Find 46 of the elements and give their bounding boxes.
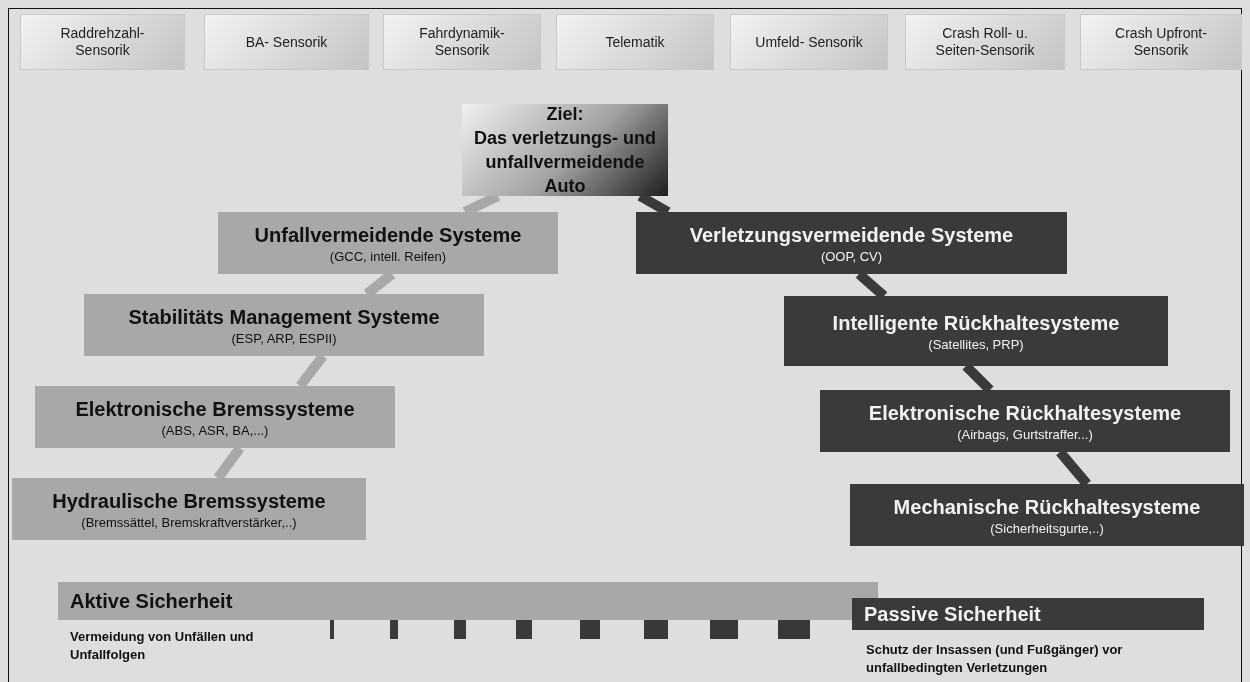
system-heading: Verletzungsvermeidende Systeme xyxy=(689,222,1014,248)
sensor-box xyxy=(1080,14,1242,70)
system-box xyxy=(636,212,1067,274)
sensor-box xyxy=(204,14,369,70)
system-box xyxy=(84,294,484,356)
sensor-box xyxy=(905,14,1065,70)
band-description: Vermeidung von Unfällen und Unfallfolgen xyxy=(70,628,255,664)
system-examples: (GCC, intell. Reifen) xyxy=(329,247,447,265)
system-examples: (Airbags, Gurtstraffer...) xyxy=(957,425,1093,443)
sensor-label: BA- Sensorik xyxy=(244,33,329,51)
system-heading: Intelligente Rückhaltesysteme xyxy=(832,310,1120,336)
sensor-box xyxy=(20,14,185,70)
system-box xyxy=(218,212,558,274)
sensor-label: Raddrehzahl- Sensorik xyxy=(59,25,146,59)
goal-label: Das verletzungs- und unfallvermeidende Auto xyxy=(473,127,657,198)
system-examples: (ESP, ARP, ESPII) xyxy=(231,329,337,347)
sensor-label: Crash Upfront-Sensorik xyxy=(1114,25,1208,59)
sensor-label: Crash Roll- u. Seiten-Sensorik xyxy=(934,25,1036,59)
system-examples: (ABS, ASR, BA,...) xyxy=(161,421,269,439)
sensor-box xyxy=(556,14,714,70)
system-heading: Stabilitäts Management Systeme xyxy=(128,304,440,330)
system-examples: (Sicherheitsgurte,..) xyxy=(990,519,1104,537)
goal-box xyxy=(462,104,668,196)
sensor-label: Umfeld- Sensorik xyxy=(754,33,864,51)
band-heading: Aktive Sicherheit xyxy=(70,589,233,613)
system-examples: (Bremssättel, Bremskraftverstärker,..) xyxy=(81,513,297,531)
system-heading: Elektronische Bremssysteme xyxy=(75,396,355,422)
sensor-box xyxy=(730,14,888,70)
system-examples: (Satellites, PRP) xyxy=(928,335,1024,353)
system-box xyxy=(850,484,1244,546)
system-box xyxy=(35,386,395,448)
system-heading: Mechanische Rückhaltesysteme xyxy=(893,494,1201,520)
system-heading: Unfallvermeidende Systeme xyxy=(254,222,522,248)
sensor-box xyxy=(383,14,541,70)
system-box xyxy=(820,390,1230,452)
sensor-label: Telematik xyxy=(604,33,666,51)
goal-label: Ziel: xyxy=(545,103,585,126)
system-heading: Hydraulische Bremssysteme xyxy=(52,488,326,514)
system-heading: Elektronische Rückhaltesysteme xyxy=(868,400,1182,426)
system-box xyxy=(12,478,366,540)
band-description: Schutz der Insassen (und Fußgänger) vor unfallbedingten Verletzungen xyxy=(866,641,1124,677)
safety-band xyxy=(852,598,1204,630)
sensor-label: Fahrdynamik- Sensorik xyxy=(418,25,506,59)
system-box xyxy=(784,296,1168,366)
system-examples: (OOP, CV) xyxy=(820,247,883,265)
band-heading: Passive Sicherheit xyxy=(864,602,1041,626)
